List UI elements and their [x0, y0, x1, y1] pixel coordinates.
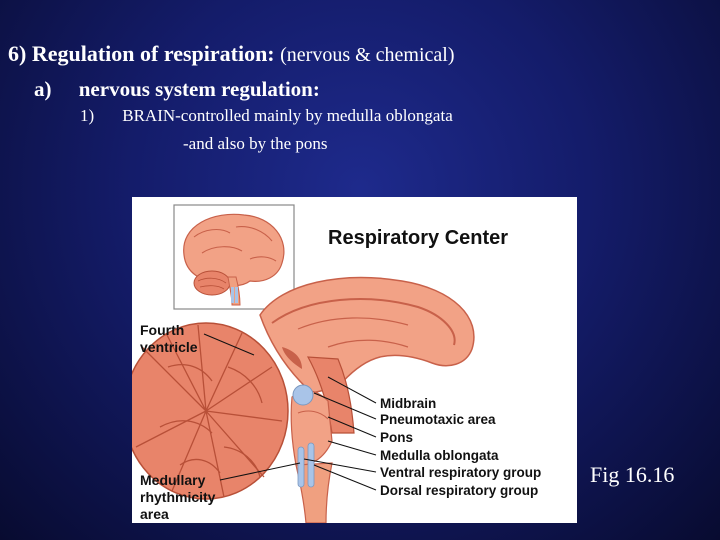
brain-diagram: Respiratory Center [132, 204, 541, 523]
list-item-1: 1) BRAIN-controlled mainly by medulla ob… [80, 106, 453, 126]
inset-brain-icon [183, 213, 285, 306]
subheading-marker: a) [34, 77, 52, 101]
slide-title: 6) Regulation of respiration: (nervous &… [8, 40, 455, 69]
figure-title: Respiratory Center [328, 227, 508, 249]
list-item-number: 1) [80, 106, 95, 125]
list-item-continuation: -and also by the pons [183, 134, 328, 153]
label-fourth-ventricle-line1: Fourth [140, 322, 184, 338]
label-medullary-line1: Medullary [140, 472, 206, 488]
label-midbrain: Midbrain [380, 396, 436, 411]
label-pneumotaxic-area: Pneumotaxic area [380, 412, 496, 427]
brainstem-illustration [132, 276, 475, 523]
figure-caption: Fig 16.16 [590, 462, 675, 487]
label-ventral-respiratory-group: Ventral respiratory group [380, 465, 541, 480]
list-item-text: BRAIN-controlled mainly by medulla oblon… [122, 106, 453, 125]
respiratory-center-figure: Respiratory Center [132, 197, 577, 523]
label-medullary-line2: rhythmicity [140, 489, 216, 505]
subheading-text: nervous system regulation: [78, 77, 320, 101]
label-medulla-oblongata: Medulla oblongata [380, 448, 499, 463]
label-pons: Pons [380, 430, 413, 445]
label-medullary-line3: area [140, 506, 169, 522]
dorsal-group-highlight [307, 442, 315, 488]
label-dorsal-respiratory-group: Dorsal respiratory group [380, 483, 538, 498]
pneumotaxic-area-highlight [292, 384, 314, 406]
slide-title-main: 6) Regulation of respiration: [8, 41, 275, 66]
ventral-group-highlight [297, 446, 305, 488]
label-fourth-ventricle-line2: ventricle [140, 339, 198, 355]
slide-title-detail: (nervous & chemical) [280, 44, 455, 66]
label-leaders [203, 333, 377, 491]
subheading-a: a) nervous system regulation: [34, 77, 320, 102]
